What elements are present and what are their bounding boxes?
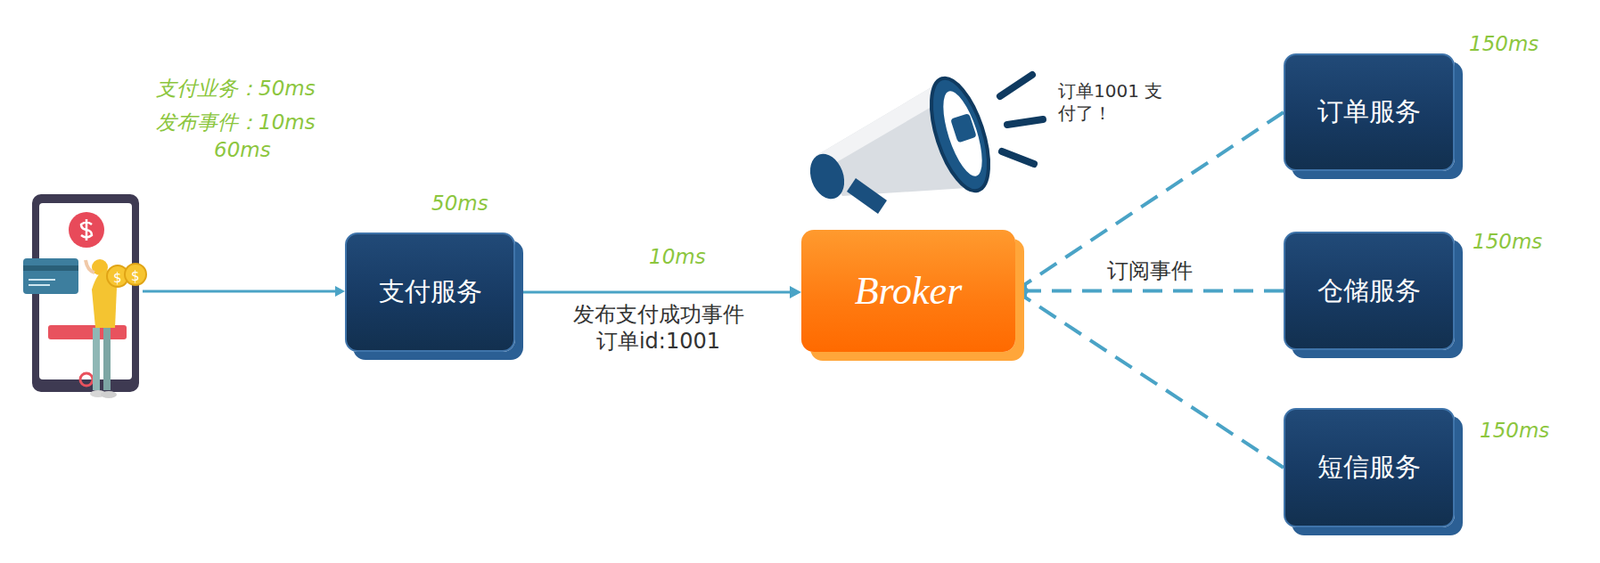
publish-connector: [515, 286, 802, 299]
phone-illustration: $ $: [23, 194, 147, 399]
service-box: 订单服务: [1283, 53, 1455, 172]
timing-note: 150ms: [1472, 229, 1543, 254]
edge-label: 发布支付成功事件 订单id:1001: [561, 301, 756, 355]
box-label: Broker: [854, 268, 963, 314]
box-label: 订单服务: [1317, 94, 1421, 131]
timing-note: 10ms: [648, 245, 706, 269]
timing-note: 50ms: [431, 191, 489, 215]
timing-note: 150ms: [1479, 418, 1550, 443]
broker-box: Broker: [801, 229, 1016, 353]
box-label: 短信服务: [1317, 450, 1421, 486]
subscribe-connector: [1015, 112, 1284, 292]
callout-text: 订单1001 支付了！: [1058, 80, 1166, 125]
arrow-head: [335, 286, 345, 297]
timing-note: 150ms: [1468, 32, 1539, 56]
box-label: 支付服务: [378, 274, 483, 311]
service-box: 仓储服务: [1283, 231, 1455, 351]
coin-symbol: $: [131, 268, 140, 285]
service-box: 支付服务: [344, 232, 516, 353]
edge-label: 订阅事件: [1103, 257, 1197, 285]
timing-note: 发布事件：10ms: [155, 108, 316, 137]
timing-note: 60ms: [213, 138, 271, 162]
timing-note: 支付业务：50ms: [155, 74, 316, 103]
subscribe-connector: [1015, 285, 1284, 298]
box-label: 仓储服务: [1317, 273, 1421, 310]
request-line: [142, 290, 339, 294]
megaphone-illustration: [804, 71, 1043, 214]
coin-symbol: $: [113, 270, 123, 287]
service-box: 短信服务: [1283, 408, 1455, 528]
subscribe-connector: [1015, 291, 1284, 469]
